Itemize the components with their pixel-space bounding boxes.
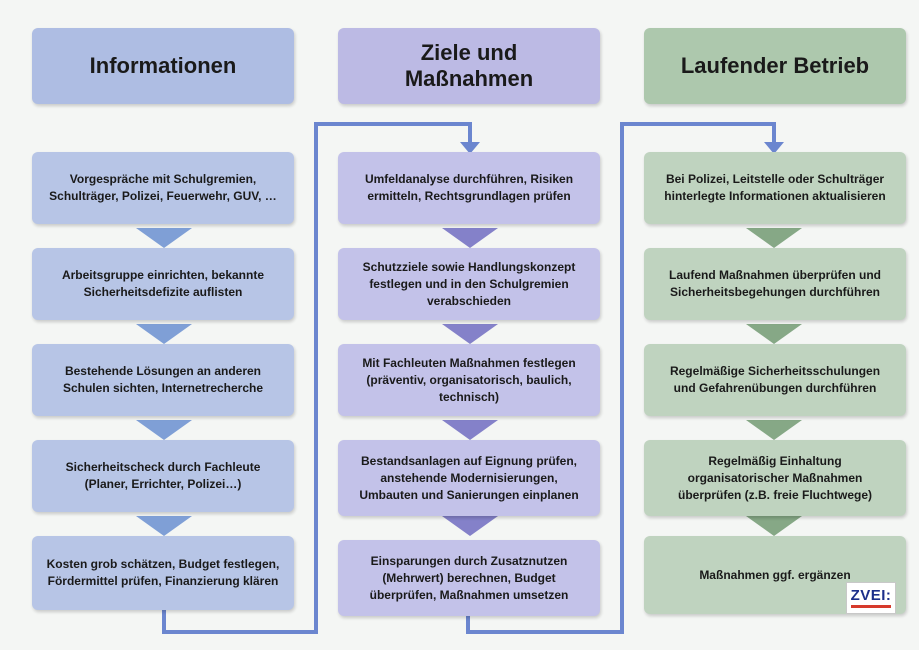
column-header-laufender-betrieb: Laufender Betrieb bbox=[644, 28, 906, 104]
step-box: Mit Fachleuten Maßnahmen festlegen (präv… bbox=[338, 344, 600, 416]
step-text: Sicherheitscheck durch Fachleute (Planer… bbox=[65, 460, 261, 491]
step-text: Arbeitsgruppe einrichten, bekannte Siche… bbox=[61, 268, 265, 299]
column-header-ziele-und-massnahmen: Ziele und Maßnahmen bbox=[338, 28, 600, 104]
connector-col1-col2 bbox=[162, 122, 472, 634]
down-arrow bbox=[136, 228, 192, 248]
logo-text: ZVEI: bbox=[850, 587, 892, 604]
column-title: Ziele und Maßnahmen bbox=[404, 40, 534, 91]
step-box: Vorgespräche mit Schulgremien, Schulträg… bbox=[32, 152, 294, 224]
step-box: Regelmäßig Einhaltung organisatorischer … bbox=[644, 440, 906, 516]
step-box: Einsparungen durch Zusatznutzen (Mehrwer… bbox=[338, 540, 600, 616]
down-arrow bbox=[746, 420, 802, 440]
step-text: Regelmäßig Einhaltung organisatorischer … bbox=[677, 453, 872, 502]
down-arrow bbox=[442, 324, 498, 344]
step-text: Bestandsanlagen auf Eignung prüfen, anst… bbox=[359, 453, 579, 502]
step-text: Bestehende Lösungen an anderen Schulen s… bbox=[62, 364, 264, 395]
down-arrow bbox=[442, 516, 498, 536]
step-box: Schutzziele sowie Handlungskonzept festl… bbox=[338, 248, 600, 320]
down-arrow bbox=[746, 324, 802, 344]
step-text: Laufend Maßnahmen überprüfen und Sicherh… bbox=[669, 268, 881, 299]
step-text: Mit Fachleuten Maßnahmen festlegen (präv… bbox=[362, 355, 576, 404]
logo-underline bbox=[851, 605, 891, 608]
step-text: Regelmäßige Sicherheitsschulungen und Ge… bbox=[669, 364, 881, 395]
down-arrow bbox=[746, 516, 802, 536]
column-title: Informationen bbox=[89, 53, 237, 78]
column-header-informationen: Informationen bbox=[32, 28, 294, 104]
down-arrow bbox=[442, 420, 498, 440]
connector-col2-col3-arrowhead bbox=[764, 142, 784, 154]
step-text: Maßnahmen ggf. ergänzen bbox=[699, 567, 851, 582]
down-arrow bbox=[746, 228, 802, 248]
down-arrow bbox=[136, 420, 192, 440]
down-arrow bbox=[136, 516, 192, 536]
step-box: Arbeitsgruppe einrichten, bekannte Siche… bbox=[32, 248, 294, 320]
connector-col1-col2-arrowhead bbox=[460, 142, 480, 154]
step-box: Sicherheitscheck durch Fachleute (Planer… bbox=[32, 440, 294, 512]
step-box: Bei Polizei, Leitstelle oder Schulträger… bbox=[644, 152, 906, 224]
step-text: Umfeldanalyse durchführen, Risiken ermit… bbox=[364, 172, 574, 203]
column-title: Laufender Betrieb bbox=[680, 53, 870, 78]
step-text: Schutzziele sowie Handlungskonzept festl… bbox=[362, 259, 576, 308]
step-box: Umfeldanalyse durchführen, Risiken ermit… bbox=[338, 152, 600, 224]
step-box: Bestandsanlagen auf Eignung prüfen, anst… bbox=[338, 440, 600, 516]
step-text: Einsparungen durch Zusatznutzen (Mehrwer… bbox=[369, 553, 569, 602]
connector-col2-col3 bbox=[466, 122, 776, 634]
step-text: Kosten grob schätzen, Budget festlegen, … bbox=[46, 557, 280, 588]
down-arrow bbox=[136, 324, 192, 344]
step-box: Regelmäßige Sicherheitsschulungen und Ge… bbox=[644, 344, 906, 416]
step-text: Bei Polizei, Leitstelle oder Schulträger… bbox=[664, 172, 886, 203]
step-box: Laufend Maßnahmen überprüfen und Sicherh… bbox=[644, 248, 906, 320]
zvei-logo: ZVEI: bbox=[846, 582, 896, 614]
step-box: Bestehende Lösungen an anderen Schulen s… bbox=[32, 344, 294, 416]
step-box: Kosten grob schätzen, Budget festlegen, … bbox=[32, 536, 294, 610]
down-arrow bbox=[442, 228, 498, 248]
step-text: Vorgespräche mit Schulgremien, Schulträg… bbox=[49, 172, 277, 203]
